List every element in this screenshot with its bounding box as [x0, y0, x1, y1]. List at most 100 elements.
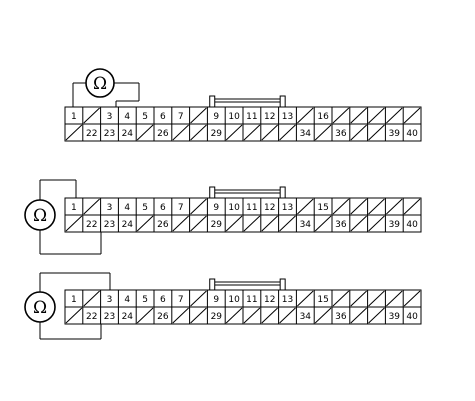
pin-cell: 5: [135, 290, 148, 307]
empty-cavity-slash: [261, 307, 278, 324]
pin-cell: [224, 124, 243, 141]
latch-post-left: [209, 278, 216, 291]
pin-cell: [224, 307, 243, 324]
empty-cavity-slash: [243, 124, 261, 141]
pin-number: 29: [211, 312, 223, 322]
pin-cell: 24: [117, 124, 133, 141]
empty-cavity-slash: [190, 215, 207, 232]
pin-number: 5: [142, 203, 148, 213]
pin-number: 29: [211, 220, 223, 230]
pin-cell: 9: [206, 198, 219, 215]
pin-cell: [367, 198, 385, 215]
empty-cavity-slash: [350, 307, 367, 324]
ohm-symbol: Ω: [33, 298, 47, 318]
pin-cell: [82, 290, 100, 307]
connector-latch: [209, 186, 286, 199]
pin-cell: [242, 124, 261, 141]
pin-cell: [171, 124, 189, 141]
connector-latch: [209, 95, 286, 108]
pin-cell: [171, 215, 189, 232]
pin-cell: 13: [278, 198, 293, 215]
pin-cell: [331, 290, 350, 307]
pin-number: 3: [107, 112, 113, 122]
pin-number: 12: [264, 203, 275, 213]
pin-cell: 16: [313, 107, 329, 124]
pin-number: 36: [335, 220, 347, 230]
pin-cell: 10: [224, 290, 240, 307]
pin-number: 23: [104, 129, 115, 139]
pin-cell: [260, 307, 278, 324]
empty-cavity-slash: [83, 198, 100, 215]
pin-number: 6: [160, 112, 166, 122]
pin-number: 7: [178, 112, 184, 122]
pin-cell: 26: [153, 124, 169, 141]
pin-number: 11: [246, 203, 257, 213]
empty-cavity-slash: [314, 124, 332, 141]
pin-cell: 39: [384, 215, 400, 232]
pin-cell: [349, 124, 367, 141]
pin-cell: 22: [82, 215, 97, 232]
pin-cell: 7: [171, 107, 184, 124]
empty-cavity-slash: [65, 307, 83, 324]
pin-cell: 24: [117, 215, 133, 232]
ohm-symbol: Ω: [33, 206, 47, 226]
pin-cell: [367, 307, 385, 324]
pin-cell: 15: [313, 290, 329, 307]
ohmmeter-circle: [85, 68, 115, 98]
empty-cavity-slash: [386, 107, 403, 124]
pin-cell: 10: [224, 107, 240, 124]
empty-cavity-slash: [261, 124, 278, 141]
pin-cell: [295, 290, 314, 307]
pin-number: 13: [282, 295, 293, 305]
empty-cavity-slash: [332, 290, 350, 307]
pin-number: 23: [104, 220, 115, 230]
latch-post-right: [279, 186, 286, 199]
pin-number: 15: [317, 295, 328, 305]
pin-number: 10: [228, 295, 240, 305]
pin-cell: [278, 124, 296, 141]
ohmmeter-icon: Ω: [24, 199, 56, 231]
empty-cavity-slash: [243, 215, 261, 232]
pin-cell: [402, 198, 421, 215]
pin-number: 1: [71, 295, 77, 305]
pin-cell: [349, 107, 367, 124]
pin-cell: 12: [260, 107, 275, 124]
pin-cell: [349, 198, 367, 215]
pin-cell: [135, 307, 154, 324]
pin-cell: [384, 107, 403, 124]
pin-number: 36: [335, 312, 347, 322]
pin-number: 9: [213, 295, 219, 305]
empty-cavity-slash: [350, 198, 367, 215]
empty-cavity-slash: [190, 107, 207, 124]
pin-cell: 3: [100, 198, 113, 215]
pin-cell: [349, 307, 367, 324]
empty-cavity-slash: [368, 307, 385, 324]
pin-cell: 6: [153, 107, 166, 124]
empty-cavity-slash: [172, 307, 189, 324]
pin-number: 29: [211, 129, 223, 139]
pin-cell: 4: [117, 198, 130, 215]
pin-number: 3: [107, 203, 113, 213]
pin-number: 26: [157, 129, 169, 139]
pin-number: 34: [300, 220, 312, 230]
empty-cavity-slash: [386, 198, 403, 215]
pin-number: 39: [389, 129, 401, 139]
pin-cell: [260, 124, 278, 141]
pin-cell: [224, 215, 243, 232]
empty-cavity-slash: [368, 198, 385, 215]
connector-latch: [209, 278, 286, 291]
empty-cavity-slash: [279, 307, 296, 324]
latch-post-left: [209, 95, 216, 108]
pin-number: 11: [246, 295, 257, 305]
pin-cell: [349, 215, 367, 232]
empty-cavity-slash: [368, 107, 385, 124]
pin-number: 10: [228, 203, 240, 213]
pin-number: 4: [124, 295, 130, 305]
empty-cavity-slash: [368, 215, 385, 232]
pin-cell: [189, 307, 207, 324]
pin-cell: [65, 215, 83, 232]
pin-number: 10: [228, 112, 240, 122]
